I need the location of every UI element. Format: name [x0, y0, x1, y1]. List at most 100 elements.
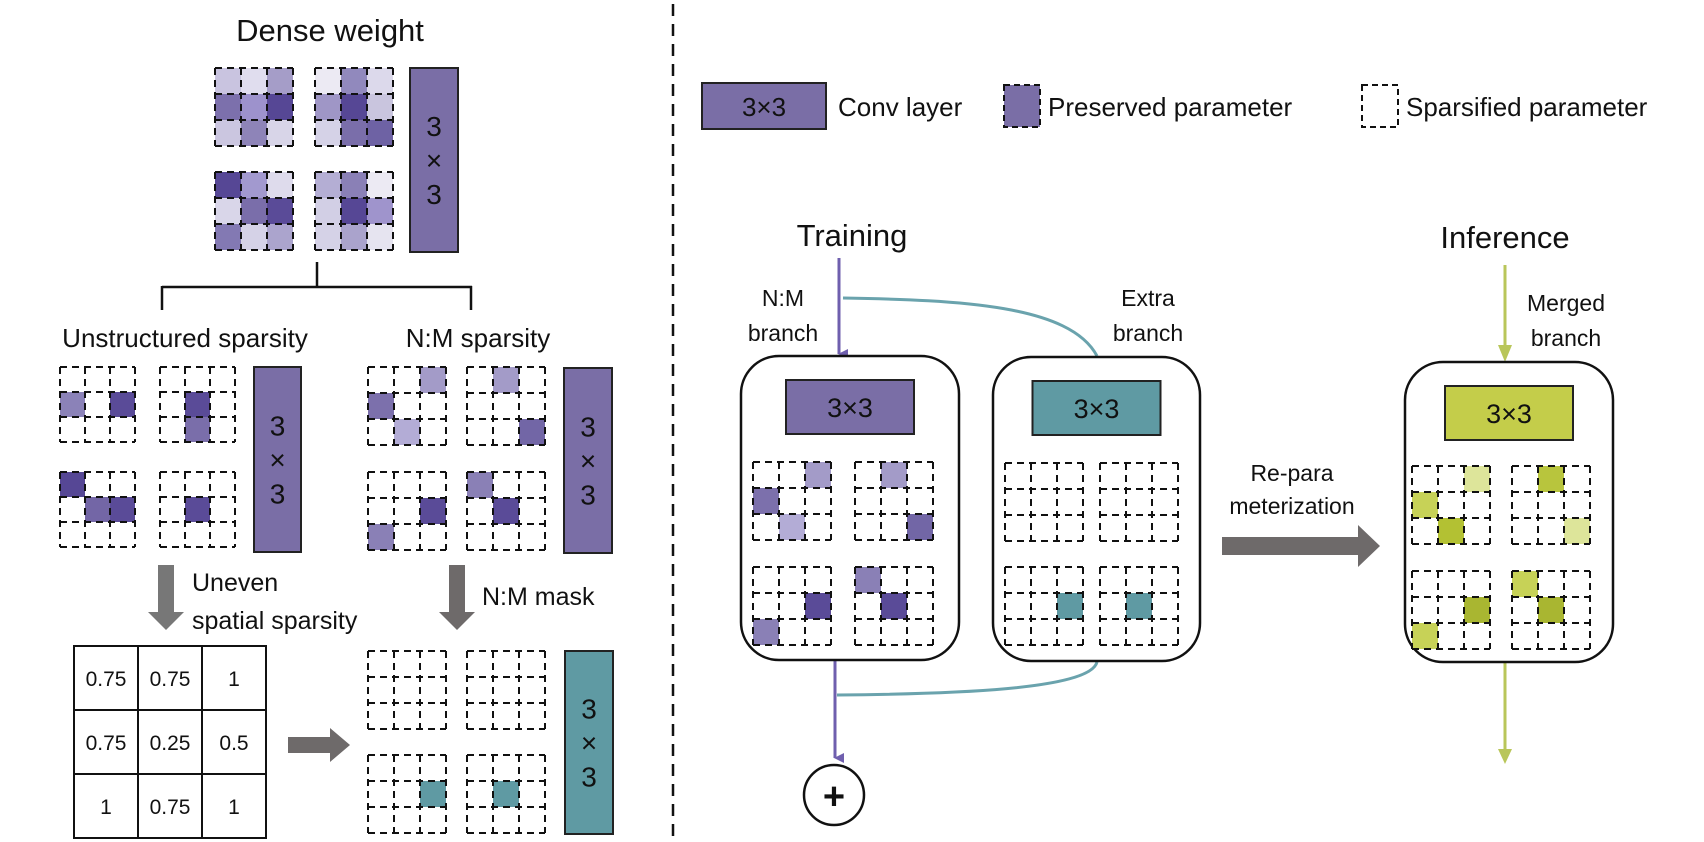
conv-label-part: 3: [580, 480, 596, 511]
preserved-parameter-cell: [367, 120, 393, 146]
preserved-parameter-cell: [1412, 623, 1438, 649]
merged-branch-input-arrowhead-icon: [1498, 345, 1512, 362]
preserved-parameter-cell: [185, 417, 210, 442]
preserved-parameter-cell: [60, 472, 85, 497]
preserved-parameter-cell: [60, 392, 85, 417]
kernel-1: [59, 366, 136, 443]
table-cell-value: 0.5: [219, 732, 248, 755]
conv-label-part: 3: [426, 111, 442, 142]
preserved-parameter-cell: [185, 392, 210, 417]
preserved-parameter-cell: [241, 94, 267, 120]
table-cell-value: 1: [228, 668, 240, 691]
kernel-1: [214, 67, 294, 147]
preserved-parameter-cell: [420, 781, 446, 807]
inference-title: Inference: [1440, 220, 1569, 255]
preserved-parameter-cell: [367, 68, 393, 94]
kernel-1: [1411, 465, 1491, 545]
preserved-parameter-cell: [215, 198, 241, 224]
preserved-parameter-cell: [467, 472, 493, 498]
preserved-parameter-cell: [753, 488, 779, 514]
preserved-parameter-cell: [267, 68, 293, 94]
uneven-label-line2: spatial sparsity: [192, 607, 358, 635]
kernel-3: [1004, 566, 1084, 646]
conv-label-part: ×: [580, 446, 596, 477]
table-cell-value: 0.75: [86, 668, 127, 691]
preserved-parameter-cell: [341, 120, 367, 146]
preserved-parameter-cell: [215, 224, 241, 250]
kernel-2: [314, 67, 394, 147]
preserved-parameter-cell: [1057, 593, 1083, 619]
dense-conv-layer: 3×3: [409, 67, 459, 253]
table-cell-value: 0.75: [86, 732, 127, 755]
preserved-parameter-cell: [420, 367, 446, 393]
preserved-parameter-cell: [110, 497, 135, 522]
preserved-parameter-cell: [215, 94, 241, 120]
kernel-2: [854, 461, 934, 541]
table-cell-value: 1: [228, 796, 240, 819]
preserved-parameter-cell: [241, 224, 267, 250]
table-cell: 0.75: [73, 645, 139, 711]
masked-kernels: [367, 650, 546, 834]
conv-layer-label: 3×3: [1486, 399, 1532, 429]
kernel-4: [159, 471, 236, 548]
merged-branch-block: 3×3: [1403, 360, 1615, 664]
kernel-3: [1411, 570, 1491, 650]
preserved-parameter-cell: [367, 94, 393, 120]
training-title: Training: [797, 218, 908, 253]
preserved-parameter-cell: [420, 498, 446, 524]
legend-label: Sparsified parameter: [1406, 92, 1648, 122]
preserved-parameter-cell: [519, 419, 545, 445]
split-bracket: [160, 262, 473, 310]
conv-layer-rect: [785, 379, 915, 435]
kernel-3: [59, 471, 136, 548]
conv-layer-rect: [409, 67, 459, 253]
conv-label-part: ×: [426, 145, 442, 176]
kernel-4: [1099, 566, 1179, 646]
kernel-2: [466, 650, 546, 730]
uneven-sparsity-arrow-icon: [148, 565, 184, 630]
preserved-parameter-cell: [805, 462, 831, 488]
preserved-parameter-cell: [341, 68, 367, 94]
extra-branch-output-line: [836, 661, 1099, 697]
table-cell-value: 0.75: [150, 796, 191, 819]
reparam-label-line2: meterization: [1229, 493, 1354, 519]
kernel-4: [1511, 570, 1591, 650]
preserved-parameter-cell: [1538, 597, 1564, 623]
kernel-2: [466, 366, 546, 446]
nm-conv-layer: 3×3: [563, 367, 613, 554]
conv-label-part: 3: [270, 479, 286, 510]
table-cell: 0.75: [137, 773, 203, 839]
preserved-parameter-cell: [110, 392, 135, 417]
kernel-3: [367, 754, 447, 834]
uneven-label-line1: Uneven: [192, 569, 278, 597]
conv-swatch-text: 3×3: [742, 92, 786, 122]
unstructured-sparsity-title: Unstructured sparsity: [62, 323, 308, 353]
preserved-parameter-cell: [493, 367, 519, 393]
preserved-parameter-cell: [241, 68, 267, 94]
preserved-parameter-cell: [267, 120, 293, 146]
preserved-parameter-cell: [341, 198, 367, 224]
conv-label-part: 3: [581, 762, 597, 793]
preserved-parameter-cell: [881, 462, 907, 488]
preserved-parameter-cell: [779, 514, 805, 540]
extra-branch-label-line2: branch: [1113, 320, 1183, 346]
preserved-parameter-cell: [315, 94, 341, 120]
kernel-3: [367, 471, 447, 551]
preserved-parameter-cell: [907, 514, 933, 540]
conv-label-part: 3: [581, 694, 597, 725]
apply-mask-arrow-icon: [288, 728, 350, 762]
legend-item-preserved-parameter: Preserved parameter: [1003, 84, 1293, 128]
conv-label-part: 3: [426, 179, 442, 210]
conv-layer-label: 3×3: [827, 393, 873, 423]
table-cell: 0.25: [137, 709, 203, 775]
preserved-swatch: [1003, 84, 1041, 128]
preserved-parameter-cell: [267, 172, 293, 198]
preserved-parameter-cell: [1412, 492, 1438, 518]
conv-layer-rect: [253, 366, 302, 553]
kernel-1: [367, 650, 447, 730]
legend-item-sparsified-parameter: Sparsified parameter: [1361, 84, 1648, 128]
reparam-arrow-icon: [1222, 525, 1380, 567]
